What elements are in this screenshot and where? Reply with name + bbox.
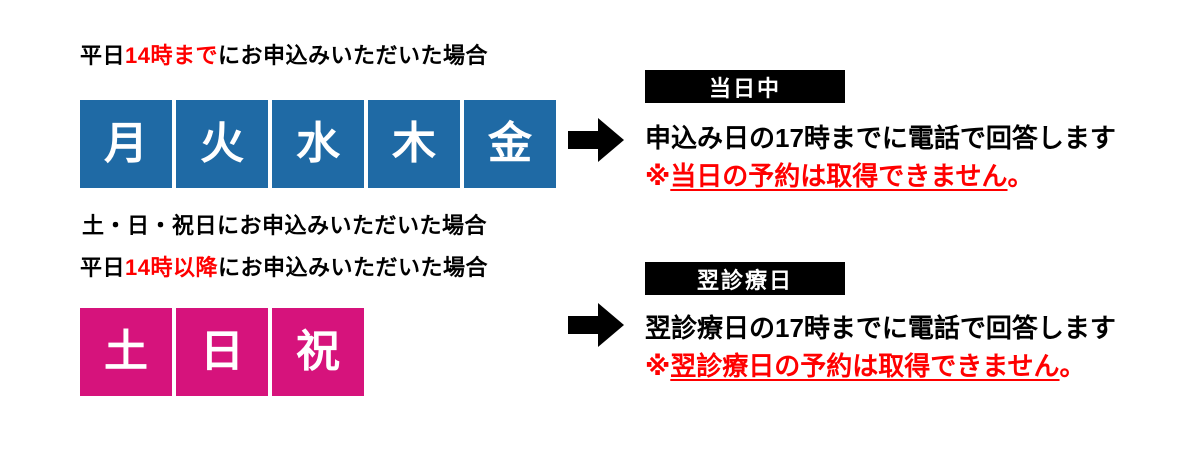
note-prefix: ※	[645, 351, 671, 381]
next-clinic-day-note-text: ※翌診療日の予約は取得できません。	[645, 346, 1086, 383]
right-arrow-icon	[568, 118, 626, 162]
note-underlined-text: 翌診療日の予約は取得できません	[670, 351, 1060, 381]
arrow-bar	[568, 131, 598, 149]
day-cell-holiday: 祝	[272, 308, 364, 396]
next-clinic-day-result-text: 翌診療日の17時までに電話で回答します	[645, 313, 1116, 343]
note-suffix: 。	[1007, 161, 1034, 191]
weekday-condition-text: 平日14時までにお申込みいただいた場合	[80, 38, 488, 70]
same-day-result-text: 申込み日の17時までに電話で回答します	[645, 123, 1116, 153]
arrow-bar	[568, 316, 598, 334]
day-cell-wednesday: 水	[272, 100, 364, 188]
right-arrow-icon	[568, 303, 626, 347]
note-prefix: ※	[645, 161, 671, 191]
day-cell-sunday: 日	[176, 308, 268, 396]
arrow-head	[598, 303, 624, 347]
note-suffix: 。	[1059, 351, 1086, 381]
condition-highlight-text: 14時まで	[125, 43, 218, 68]
day-cell-saturday: 土	[80, 308, 172, 396]
day-cell-thursday: 木	[368, 100, 460, 188]
day-cell-monday: 月	[80, 100, 172, 188]
condition-post-text: にお申込みいただいた場合	[218, 43, 489, 68]
day-cell-tuesday: 火	[176, 100, 268, 188]
condition-pre-text: 平日	[80, 43, 126, 68]
after-hours-condition-text: 平日14時以降にお申込みいただいた場合	[80, 250, 488, 282]
weekend-condition-text: 土・日・祝日にお申込みいただいた場合	[82, 213, 488, 238]
condition-post-text: にお申込みいただいた場合	[218, 255, 489, 280]
note-underlined-text: 当日の予約は取得できません	[670, 161, 1008, 191]
weekday-row: 月 火 水 木 金	[80, 100, 556, 188]
condition-pre-text: 平日	[80, 255, 126, 280]
weekend-row: 土 日 祝	[80, 308, 364, 396]
next-clinic-day-badge: 翌診療日	[645, 262, 845, 295]
arrow-head	[598, 118, 624, 162]
same-day-note-text: ※当日の予約は取得できません。	[645, 156, 1034, 193]
day-cell-friday: 金	[464, 100, 556, 188]
same-day-badge: 当日中	[645, 70, 845, 103]
condition-highlight-text: 14時以降	[125, 255, 218, 280]
